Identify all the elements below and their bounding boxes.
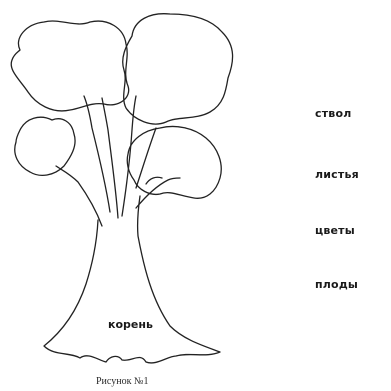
- lower-left-crown: [15, 117, 75, 175]
- center-branch: [122, 96, 136, 216]
- word-flowers: цветы: [315, 224, 355, 237]
- left-branch: [56, 166, 102, 226]
- root-label: корень: [108, 318, 153, 331]
- top-crown: [123, 14, 233, 124]
- left-crown: [11, 21, 128, 111]
- word-fruits: плоды: [315, 278, 358, 291]
- branch-curl: [146, 177, 162, 184]
- tree-trunk-outline: [44, 196, 220, 363]
- right-crown: [127, 126, 221, 198]
- word-leaves: листья: [315, 168, 359, 181]
- figure-caption: Рисунок №1: [96, 376, 148, 387]
- upper-left-branch: [84, 96, 110, 212]
- word-trunk: ствол: [315, 107, 351, 120]
- upper-left-branch-outer: [102, 98, 118, 218]
